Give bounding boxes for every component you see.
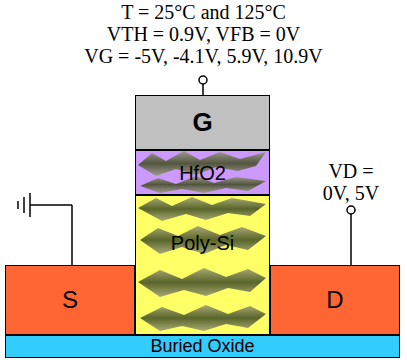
- layer-label: S: [62, 287, 78, 313]
- temperature-note: T = 25°C and 125°C: [40, 1, 367, 23]
- voltage-note: VTH = 0.9V, VFB = 0V: [40, 23, 367, 45]
- buried-oxide-layer: Buried Oxide: [5, 335, 400, 358]
- channel-layer: Poly-Si: [135, 195, 270, 335]
- layer-label: D: [326, 287, 343, 313]
- layer-label: HfO2: [179, 162, 226, 184]
- drain-voltage-label: VD = 0V, 5V: [318, 160, 384, 204]
- source-region: S: [5, 265, 135, 335]
- oxide-layer: HfO2: [135, 150, 270, 195]
- drain-region: D: [270, 265, 400, 335]
- layer-label: G: [192, 108, 212, 137]
- layer-label: Buried Oxide: [150, 337, 254, 357]
- layer-label: Poly-Si: [171, 232, 234, 254]
- gate-voltage-note: VG = -5V, -4.1V, 5.9V, 10.9V: [20, 45, 387, 67]
- gate-layer: G: [135, 95, 270, 150]
